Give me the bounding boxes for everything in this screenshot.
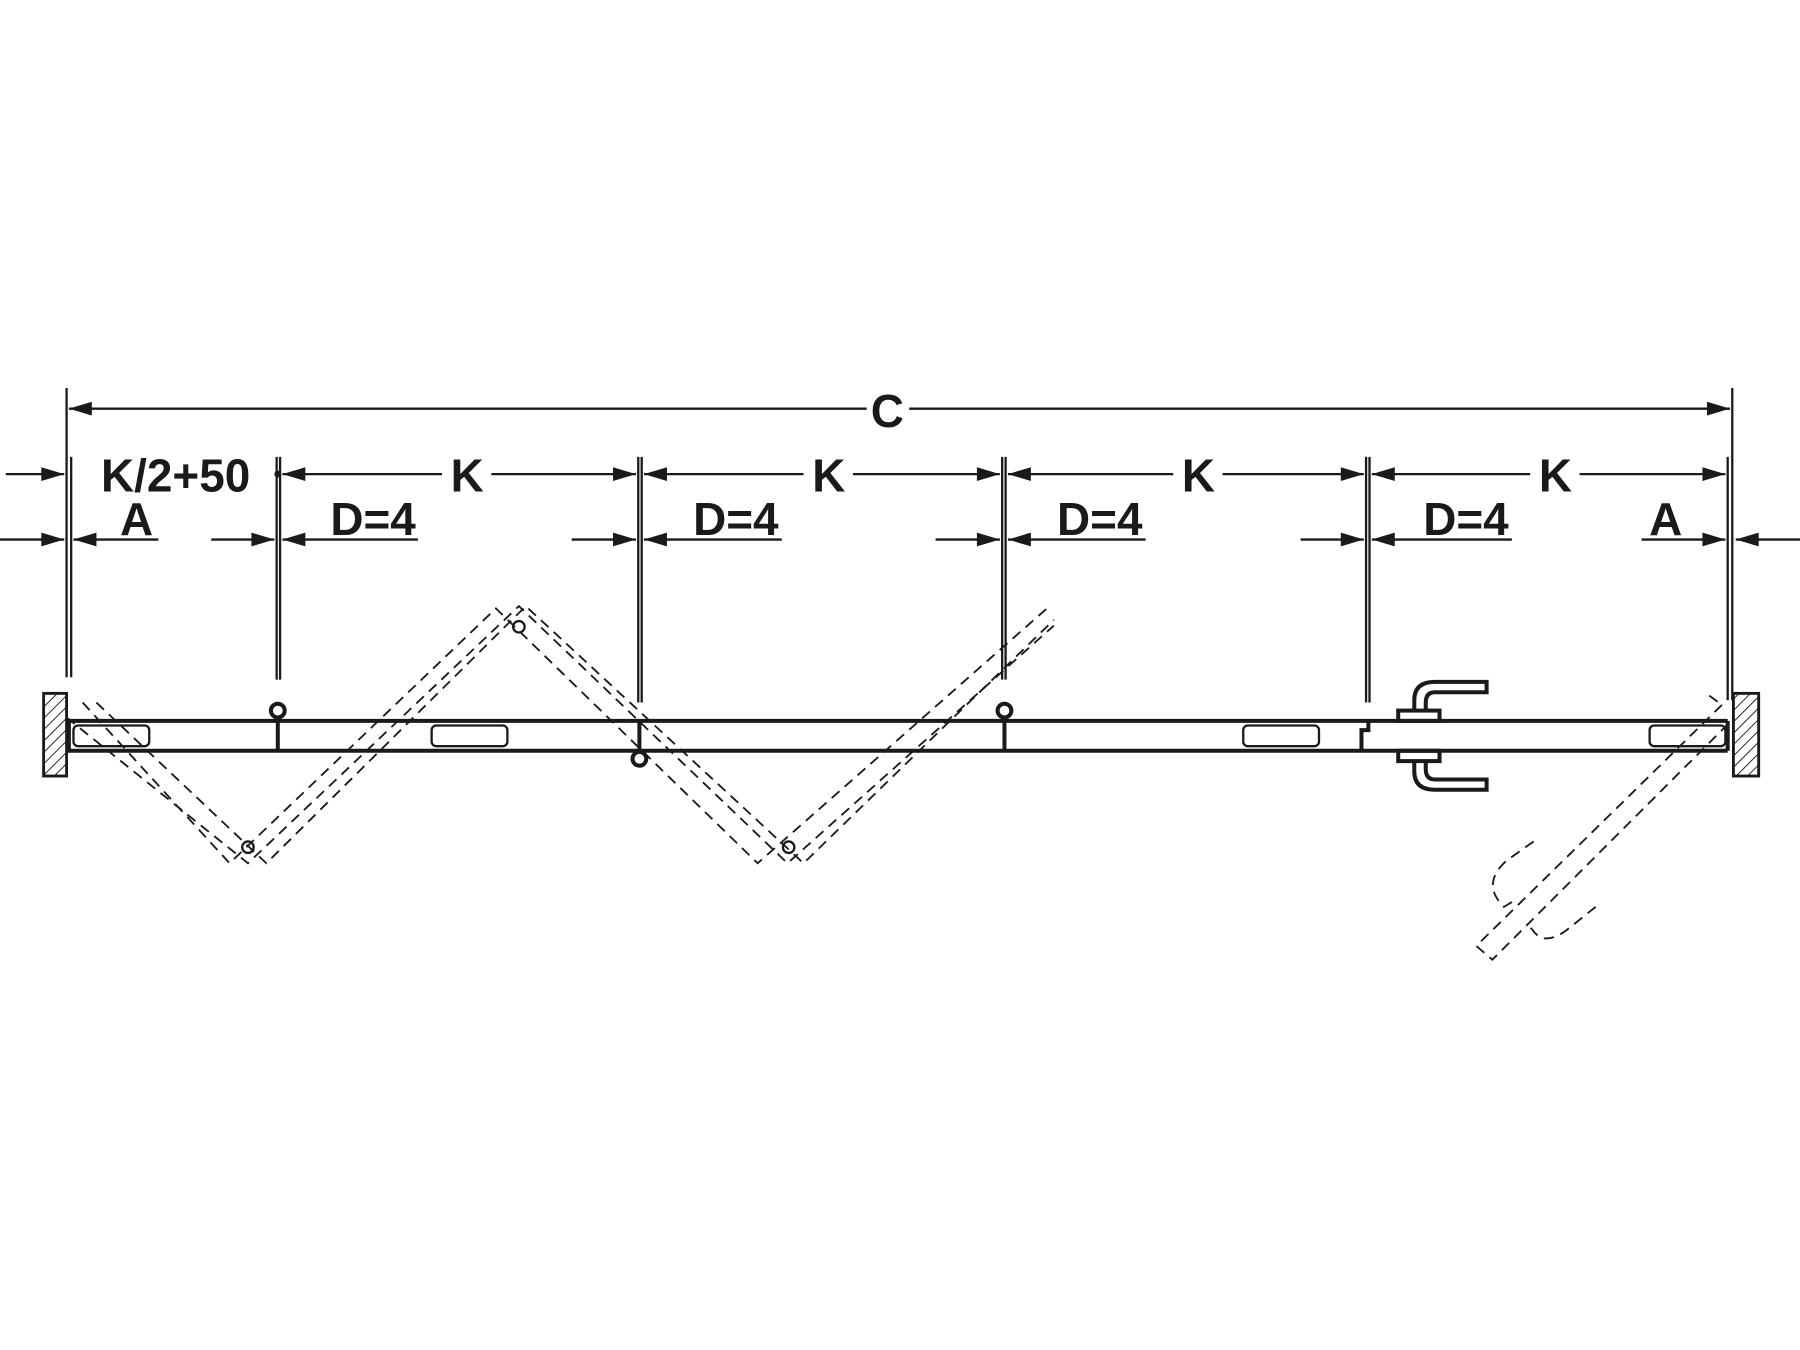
dimension-label-d-4: D=4	[1423, 493, 1509, 545]
dimension-label-k-4: K	[1539, 449, 1572, 501]
door-handle	[1396, 679, 1489, 792]
wall-left	[42, 691, 69, 778]
dimension-label-k-3: K	[1182, 449, 1215, 501]
dimension-c: C	[68, 385, 1730, 437]
hinges	[268, 701, 1371, 768]
dimension-label-a-left: A	[120, 493, 153, 545]
dimension-label-k2-50: K/2+50	[101, 449, 250, 501]
folded-panels-dashed	[66, 604, 1735, 961]
dimension-d-row: A D=4 D=4 D=4 D=4 A	[0, 493, 1800, 547]
dimension-label-k-1: K	[451, 449, 484, 501]
wall-right	[1731, 691, 1761, 778]
dimension-label-d-2: D=4	[693, 493, 779, 545]
dimension-label-c: C	[871, 385, 904, 437]
dimension-label-d-3: D=4	[1057, 493, 1143, 545]
dimension-label-a-right: A	[1649, 493, 1682, 545]
dimension-label-d-1: D=4	[330, 493, 416, 545]
dimension-label-k-2: K	[812, 449, 845, 501]
door-panel-closed	[66, 718, 1730, 753]
dimension-k-row: K/2+50 K K K K	[5, 449, 1726, 501]
extension-lines	[65, 388, 1734, 703]
